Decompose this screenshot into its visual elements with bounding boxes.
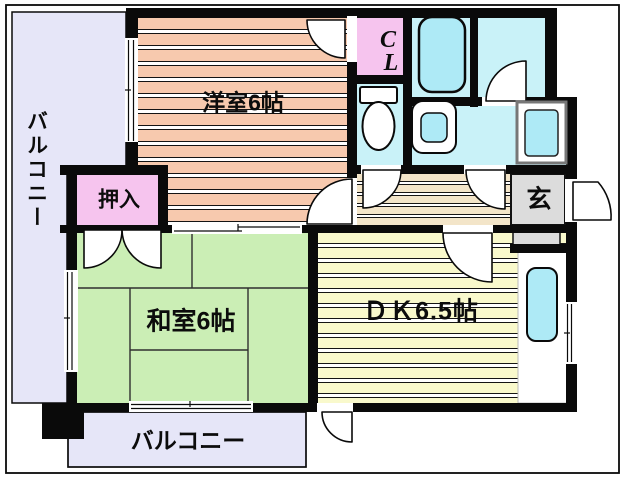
dining-kitchen-label: ＤＫ6.5帖 [363,297,479,326]
closet-floor [357,18,403,75]
closet-label-l: L [383,50,399,76]
washroom-door [485,60,527,102]
entrance-door [572,181,612,221]
outer-frame [5,4,620,474]
toilet-bowl [361,101,396,151]
balcony-left-label: バルコニー [24,110,48,230]
closet-door [306,19,346,59]
toilet-door [362,169,402,209]
window-western-left [125,40,135,141]
bathtub [417,15,467,94]
balcony-bottom-label: バルコニー [130,427,246,454]
window-japanese-left [64,272,73,370]
oshiire-label: 押入 [98,188,140,212]
dk-service-door [321,411,353,443]
western-room-floor [138,18,347,225]
entrance-label: 玄 [526,185,552,214]
door-swings [83,19,612,443]
closet-label-c: C [379,27,397,53]
oshiire-floor [77,174,167,225]
dk-hall-door [442,232,493,283]
window-symbols [64,40,573,410]
sanitary-door [465,169,506,210]
kitchen-sink [526,267,558,342]
tatami-lines [77,233,308,403]
window-japanese-bottom [131,401,251,410]
balcony-bottom-area [67,411,307,468]
window-dk-right [564,304,573,362]
toilet-tank [359,86,398,104]
entrance-floor [510,173,566,226]
fusuma-sliding-door [174,224,300,232]
fixtures [359,15,568,342]
western-room-label: 洋室6帖 [202,89,284,116]
washing-machine [524,109,559,157]
japanese-room-label: 和室6帖 [146,307,236,336]
oshiire-door-right [121,229,162,269]
western-room-door [306,178,353,225]
wash-basin [420,112,448,143]
